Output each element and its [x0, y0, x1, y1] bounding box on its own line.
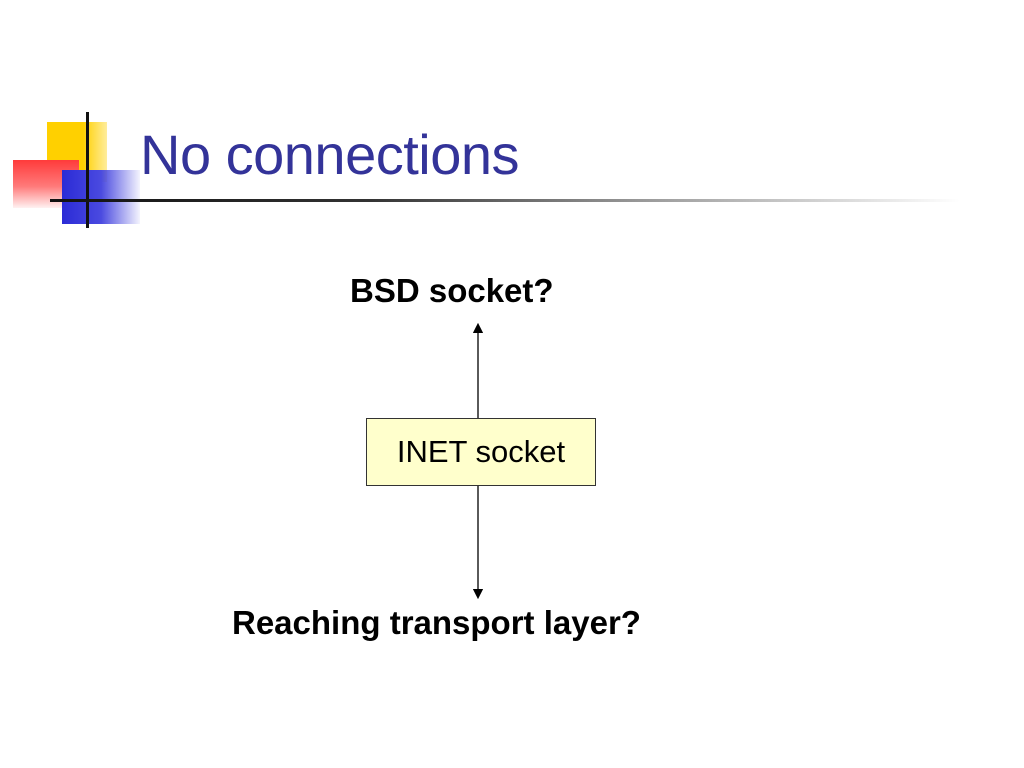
blue-square [62, 170, 140, 224]
logo-vertical-line [86, 112, 89, 228]
bottom-node-label: Reaching transport layer? [232, 604, 641, 641]
slide-title: No connections [140, 123, 520, 186]
inet-socket-box: INET socket [366, 418, 596, 486]
title-underline [50, 199, 960, 202]
inet-socket-label: INET socket [396, 434, 566, 469]
top-node-label: BSD socket? [350, 272, 554, 309]
logo-squares-icon [0, 0, 150, 240]
